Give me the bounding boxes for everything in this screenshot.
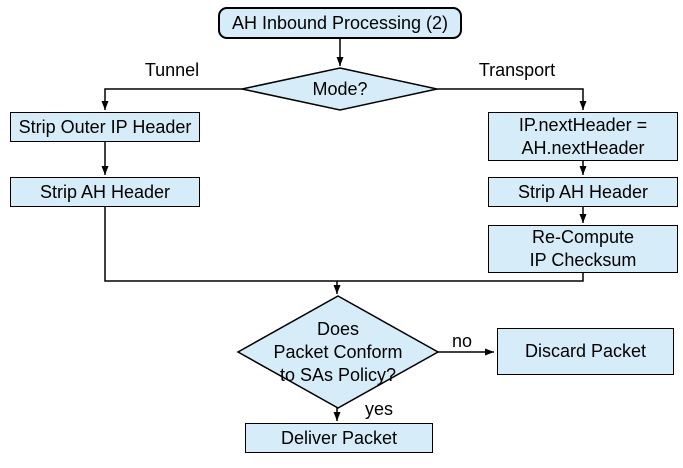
node-deliver-packet: Deliver Packet: [245, 423, 433, 453]
node-recompute-line1: Re-Compute: [531, 227, 635, 247]
edge-label-tunnel: Tunnel: [144, 60, 200, 80]
node-strip-outer-ip-header-label: Strip Outer IP Header: [18, 116, 192, 137]
node-ip-next-header-line2: AH.nextHeader: [521, 137, 645, 158]
node-deliver-packet-label: Deliver Packet: [280, 427, 398, 448]
edge-mode-transport: [437, 88, 587, 110]
mode-decision-label: Mode?: [242, 78, 438, 101]
edge-mode-tunnel: [101, 88, 242, 110]
edge-label-no: no: [451, 331, 473, 351]
node-recompute-line2: IP Checksum: [529, 250, 637, 270]
node-ip-next-header-line1: IP.nextHeader =: [518, 114, 648, 135]
mode-decision-diamond: [241, 67, 438, 111]
node-recompute-ip-checksum: Re-Compute IP Checksum: [488, 225, 678, 273]
edge-left-merge: [104, 207, 337, 282]
policy-decision-line2: Packet Conform: [273, 342, 403, 362]
policy-decision-diamond: [236, 295, 440, 409]
policy-decision-label: Does Packet Conform to SAs Policy?: [238, 318, 438, 387]
node-strip-ah-header-left: Strip AH Header: [10, 177, 200, 207]
node-discard-packet: Discard Packet: [497, 328, 674, 375]
policy-decision-line1: Does: [316, 319, 360, 339]
node-start: AH Inbound Processing (2): [218, 7, 462, 39]
node-strip-ah-header-right: Strip AH Header: [488, 177, 678, 207]
node-discard-packet-label: Discard Packet: [524, 341, 647, 361]
node-start-label: AH Inbound Processing (2): [231, 12, 449, 33]
edge-label-transport: Transport: [478, 60, 556, 80]
edge-label-yes: yes: [364, 399, 393, 419]
node-strip-ah-header-right-label: Strip AH Header: [517, 181, 649, 202]
edge-right-merge: [337, 273, 584, 282]
node-strip-ah-header-left-label: Strip AH Header: [39, 181, 171, 202]
mode-decision-text: Mode?: [312, 79, 368, 99]
policy-decision-line3: to SAs Policy?: [279, 365, 397, 385]
node-strip-outer-ip-header: Strip Outer IP Header: [10, 112, 200, 142]
node-ip-next-header: IP.nextHeader = AH.nextHeader: [488, 112, 678, 161]
